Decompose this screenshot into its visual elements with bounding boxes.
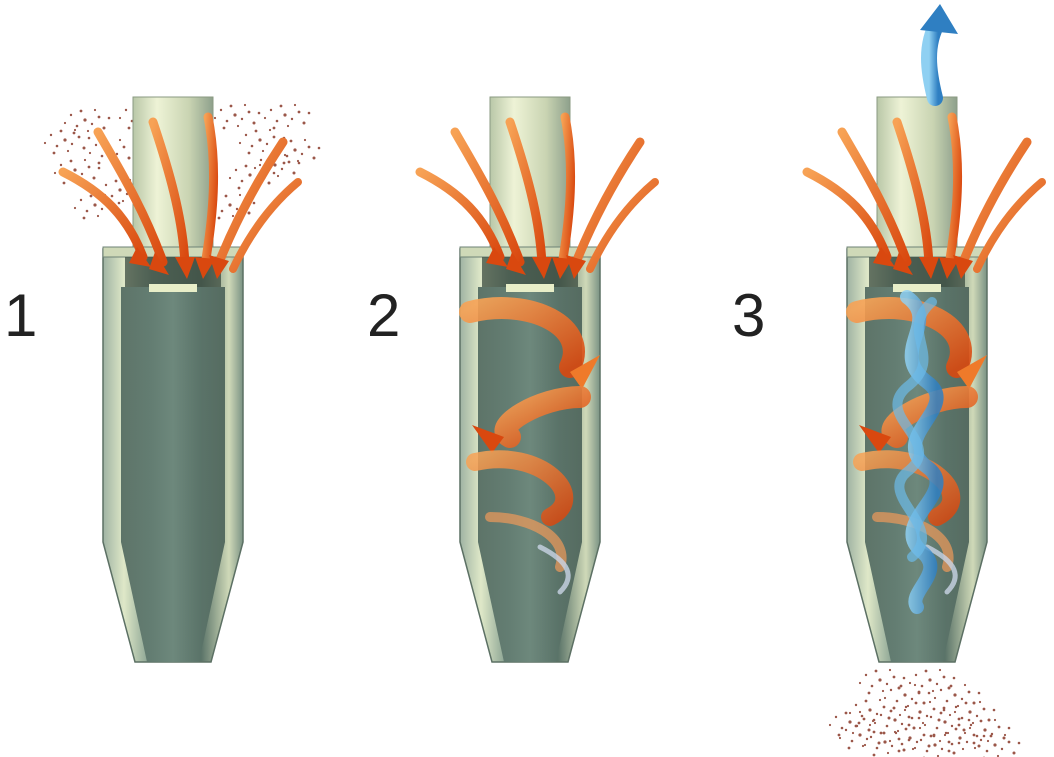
up-arrow-icon — [920, 4, 958, 98]
collected-dust — [829, 669, 1020, 757]
stage-3: 3 — [732, 4, 1042, 757]
stage-label: 1 — [4, 282, 37, 349]
stage-label: 3 — [732, 282, 765, 349]
stage-label: 2 — [367, 282, 400, 349]
stage-2: 2 — [367, 97, 655, 662]
stage-1: 1 — [4, 97, 320, 662]
